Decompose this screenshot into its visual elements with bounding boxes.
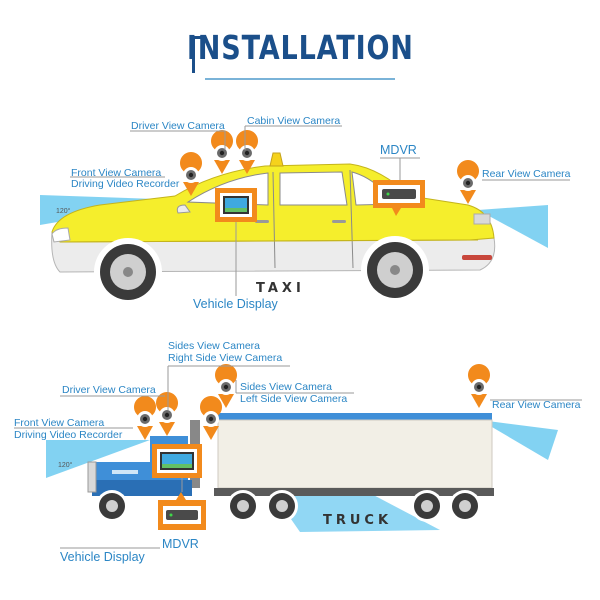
truck-right-side-view-camera-label: Right Side View Camera [168,352,283,364]
title-bracket [192,36,203,73]
truck-vehicle-display [152,444,202,478]
truck-rear-view-beam [480,420,558,460]
truck-trailer [214,413,494,496]
taxi-driving-video-recorder-label: Driving Video Recorder [71,178,180,190]
truck-front-view-camera-label: Front View Camera [14,417,105,429]
truck-mdvr-device [158,492,206,530]
taxi-front-wheel [94,238,162,306]
taxi-rear-camera-marker [457,160,480,204]
truck-driver-view-camera-label: Driver View Camera [62,384,156,396]
taxi-rear-view-beam [478,205,548,248]
taxi-rear-view-camera-label: Rear View Camera [482,168,571,180]
taxi-mdvr-device [373,180,425,216]
truck-wheels [96,490,481,522]
taxi-illustration [40,125,570,306]
truck-sides-view-camera-label: Sides View Camera [168,340,261,352]
taxi-vehicle-display [215,188,257,222]
truck-mdvr-label: MDVR [162,537,199,551]
truck-illustration [14,364,582,549]
taxi-front-view-camera-label: Front View Camera [71,167,162,179]
truck-left-side-view-camera-label: Left Side View Camera [240,393,348,405]
taxi-mid-window [279,171,348,206]
taxi-mdvr-label: MDVR [380,143,417,157]
page-title: INSTALLATION [186,28,414,67]
truck-driver-camera-marker [156,392,179,436]
truck-front-camera-marker [134,396,157,440]
taxi-vehicle-display-label: Vehicle Display [193,297,278,311]
truck-vehicle-display-label: Vehicle Display [60,550,145,564]
taxi-cabin-view-camera-label: Cabin View Camera [247,115,341,127]
taxi-angle-label: 120° [56,208,71,215]
taxi-driver-camera-marker [211,130,234,174]
taxi-brand-text: TAXI [256,281,305,296]
truck-sides-view-camera-2-label: Sides View Camera [240,381,333,393]
truck-driving-video-recorder-label: Driving Video Recorder [14,429,123,441]
taxi-rear-wheel [361,236,429,304]
truck-rear-camera-marker [468,364,491,408]
truck-brand-text: TRUCK [323,513,393,528]
truck-rear-view-camera-label: Rear View Camera [492,399,581,411]
title-container: INSTALLATION [0,28,600,67]
truck-angle-label: 120° [58,462,73,469]
title-underline [205,78,395,80]
truck-front-view-beam [46,440,150,478]
taxi-driver-view-camera-label: Driver View Camera [131,120,225,132]
